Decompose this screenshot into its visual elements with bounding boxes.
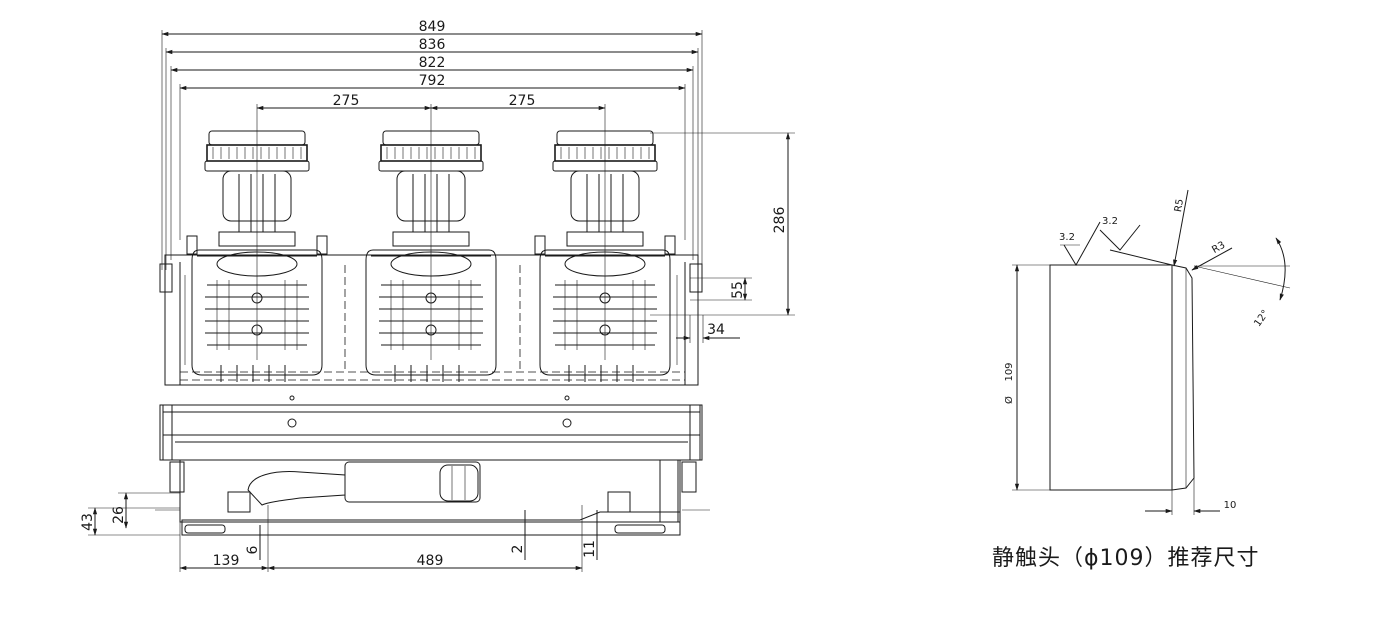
dim-275-left: 275	[333, 93, 360, 109]
radius-r3: R3	[1210, 240, 1227, 256]
dim-55: 55	[730, 281, 746, 299]
dim-489: 489	[417, 553, 444, 569]
chamfer-b: 3.2	[1102, 216, 1118, 227]
pole-right	[534, 130, 676, 382]
dim-2: 2	[510, 545, 526, 554]
bottom-dimensions: 139 489 6 2 11	[179, 505, 598, 572]
dim-275-right: 275	[509, 93, 536, 109]
pole-spacing-dimensions: 275 275	[256, 93, 606, 360]
angle-12: 12°	[1252, 308, 1271, 329]
chamfer-a: 3.2	[1059, 232, 1075, 243]
dim-34: 34	[707, 322, 725, 338]
dim-139: 139	[213, 553, 240, 569]
pole-left	[186, 130, 328, 382]
overall-width-dimensions: 849 836 822 792	[161, 19, 703, 270]
contact-detail: Ø 109 10 3.2 3.2 R5 R3 12°	[1003, 189, 1291, 515]
contact-detail-caption: 静触头（ϕ109）推荐尺寸	[992, 546, 1260, 571]
height-dimensions-left: 43 26	[80, 492, 180, 536]
dim-11: 11	[582, 540, 598, 558]
pole-middle	[365, 130, 497, 382]
offset-10: 10	[1224, 500, 1237, 511]
dim-6: 6	[245, 545, 261, 554]
dim-849: 849	[419, 19, 446, 35]
diameter-value: 109	[1004, 362, 1015, 381]
lower-carriage	[155, 395, 710, 536]
dim-792: 792	[419, 73, 446, 89]
height-dimensions-right: 286 55 34	[650, 132, 795, 343]
dim-43: 43	[80, 513, 96, 531]
dim-286: 286	[772, 207, 788, 234]
diameter-symbol: Ø	[1003, 396, 1015, 404]
dim-26: 26	[111, 506, 127, 524]
dim-822: 822	[419, 55, 446, 71]
radius-r5: R5	[1173, 198, 1186, 213]
dim-836: 836	[419, 37, 446, 53]
